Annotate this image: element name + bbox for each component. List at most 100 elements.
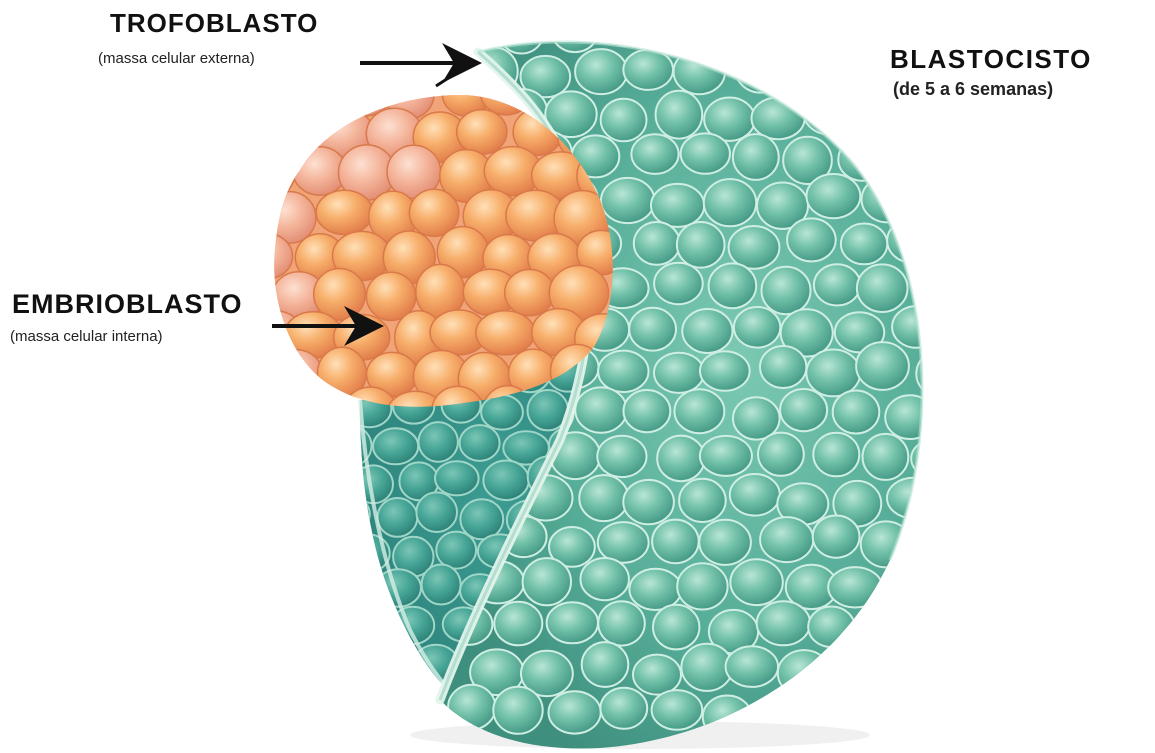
blastocyst-title: BLASTOCISTO [890, 44, 1092, 75]
trophoblast-cell [857, 264, 908, 312]
trophoblast-cell [758, 433, 804, 476]
trophoblast-cell [760, 517, 813, 562]
embryoblast-cell [457, 110, 507, 155]
trophoblast-cell [629, 308, 676, 351]
trophoblast-cell [833, 391, 880, 434]
embryoblast-cell [505, 270, 555, 316]
trophoblast-cell [887, 219, 936, 263]
trophoblast-cell [579, 475, 628, 521]
cavity-cell [329, 496, 369, 532]
embryoblast-cell [270, 350, 322, 398]
trophoblast-cell [523, 558, 571, 605]
trophoblast-cell [603, 5, 653, 46]
trophoblast-cell [828, 567, 882, 607]
trophoblast-cell [651, 184, 704, 227]
trophoblast-cell [752, 97, 805, 139]
trophoblast-cell [634, 222, 680, 265]
trophoblast-cell [709, 263, 757, 308]
trophoblast-cell [675, 389, 725, 433]
embryoblast-label: EMBRIOBLASTO [12, 289, 243, 320]
trophoblast-cell [884, 142, 930, 182]
trophoblast-cell [493, 687, 542, 734]
cavity-cell [330, 573, 370, 611]
trophoblast-cell [730, 559, 782, 605]
trophoblast-cell [681, 133, 730, 173]
cavity-cell [435, 461, 479, 495]
trophoblast-cell [783, 55, 833, 98]
trophoblast-cell [780, 389, 827, 431]
cavity-cell [416, 492, 457, 532]
trophoblast-cell [597, 436, 646, 477]
cavity-cell [373, 639, 412, 677]
trophoblast-cell [600, 688, 647, 729]
trophoblast-cell [699, 520, 751, 565]
embryoblast-cell [238, 145, 295, 200]
trophoblast-cell [860, 686, 911, 731]
embryoblast-cell [245, 64, 295, 118]
cavity-cell [373, 428, 418, 464]
trophoblast-cell [629, 569, 681, 610]
trophoblast-cell [447, 10, 494, 52]
trophoblast-cell [808, 10, 859, 52]
embryoblast-cell [316, 190, 373, 234]
embryoblast-cell [335, 69, 393, 116]
cavity-cell [351, 676, 395, 714]
trophoblast-cell [912, 264, 960, 305]
trophoblast-cell [762, 267, 811, 314]
trophoblast-cell [677, 563, 727, 609]
embryoblast-cell [264, 192, 316, 244]
trophoblast-cell [655, 5, 705, 49]
trophoblast-cell [654, 263, 703, 304]
trophoblast-cell [864, 96, 912, 142]
trophoblast-cell [575, 387, 626, 432]
trophoblast-cell [448, 685, 495, 730]
trophoblast-cell [700, 351, 750, 391]
trophoblast-cell [598, 601, 645, 645]
trophoblast-cell [733, 134, 779, 180]
trophoblast-cell [549, 691, 601, 733]
trophoblast-arrow-tail [436, 64, 470, 86]
trophoblast-cell [834, 650, 885, 690]
cavity-cell [419, 422, 458, 462]
blastocyst-subtitle: (de 5 a 6 semanas) [893, 79, 1053, 100]
trophoblast-cell [656, 91, 703, 139]
trophoblast-cell [682, 309, 732, 353]
trophoblast-cell [729, 226, 780, 269]
trophoblast-cell [863, 434, 909, 480]
trophoblast-cell [547, 602, 598, 643]
cavity-cell [330, 641, 375, 676]
trophoblast-cell [700, 436, 752, 476]
trophoblast-cell [581, 558, 629, 600]
trophoblast-cell [624, 390, 671, 432]
trophoblast-cell [787, 218, 836, 261]
trophoblast-cell [808, 607, 854, 648]
trophoblast-cell [623, 480, 674, 524]
trophoblast-sublabel: (massa celular externa) [98, 50, 255, 67]
trophoblast-cell [813, 688, 866, 728]
trophoblast-cell [700, 2, 754, 50]
cavity-cell [422, 565, 461, 605]
trophoblast-cell [803, 89, 855, 134]
cavity-cell [481, 395, 523, 430]
cavity-cell [483, 461, 528, 501]
trophoblast-cell [631, 134, 678, 174]
trophoblast-cell [778, 650, 830, 696]
trophoblast-cell [652, 690, 703, 730]
trophoblast-cell [757, 601, 810, 645]
trophoblast-cell [657, 436, 704, 482]
embryoblast-sublabel: (massa celular interna) [10, 328, 163, 345]
trophoblast-cell [653, 605, 699, 650]
trophoblast-cell [861, 521, 912, 567]
trophoblast-cell [633, 655, 681, 695]
trophoblast-cell [677, 222, 725, 268]
trophoblast-cell [654, 353, 704, 393]
embryoblast-cell [476, 311, 535, 355]
trophoblast-cell [730, 474, 780, 516]
trophoblast-cell [601, 99, 647, 142]
cavity-cell [460, 425, 500, 461]
trophoblast-cell [813, 433, 859, 477]
trophoblast-cell [760, 346, 806, 388]
trophoblast-cell [887, 563, 936, 604]
